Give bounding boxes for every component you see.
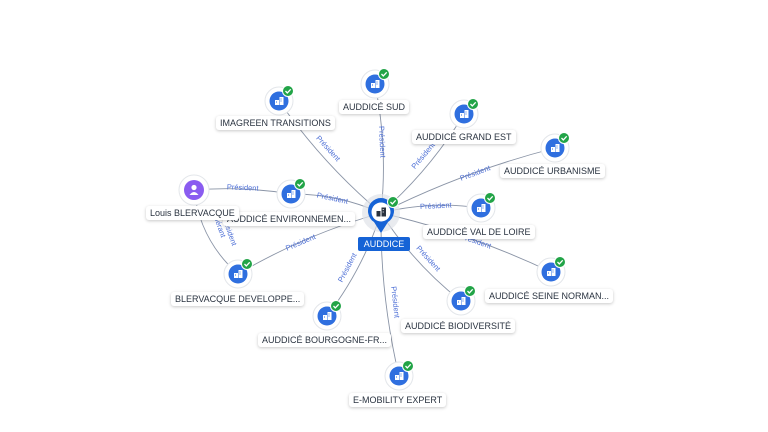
edge-label-person-environnement: Président [227,182,260,192]
center-node[interactable] [362,194,400,233]
verified-check-icon [554,256,566,268]
company-node-emobility[interactable] [384,360,414,391]
edge-label-environnement: Président [316,190,350,206]
verified-check-icon [387,196,399,208]
company-label-biodiversite[interactable]: AUDDICÉ BIODIVERSITÉ [401,319,516,333]
verified-check-icon [241,258,253,270]
edge-urbanisme [380,147,556,214]
building-icon [547,268,556,276]
verified-check-icon [282,85,294,97]
company-node-valdeloire[interactable] [466,192,496,223]
building-icon [460,110,469,118]
center-node-label[interactable]: AUDDICE [358,237,410,251]
company-node-sud[interactable] [360,68,390,99]
building-icon [551,144,560,152]
nodes-layer [178,68,570,391]
verified-check-icon [484,192,496,204]
edge-label-emobility: Président [389,286,402,319]
edge-label-sud: Président [377,126,388,159]
verified-check-icon [467,98,479,110]
company-node-biodiversite[interactable] [446,285,476,316]
verified-check-icon [402,360,414,372]
company-label-sud[interactable]: AUDDICÉ SUD [339,100,410,114]
edge-label-bourgogne: Président [336,251,359,284]
company-label-bourgogne[interactable]: AUDDICÉ BOURGOGNE-FR... [258,333,392,347]
company-node-environnement[interactable] [276,178,306,209]
building-icon [395,372,404,380]
building-icon [477,204,486,212]
edge-label-urbanisme: Président [459,163,493,183]
verified-check-icon [558,132,570,144]
building-icon [371,80,380,88]
company-node-seinenorman[interactable] [536,256,566,287]
company-label-seinenorman[interactable]: AUDDICÉ SEINE NORMAN... [485,289,614,303]
edge-label-biodiversite: Président [414,244,443,274]
company-node-bourgogne[interactable] [312,300,342,331]
edge-label-valdeloire: Président [420,200,453,211]
company-node-grandest[interactable] [449,98,479,129]
company-label-blervacque[interactable]: BLERVACQUE DEVELOPPE... [171,292,305,306]
verified-check-icon [378,68,390,80]
edge-label-blervacque: Président [284,232,318,253]
person-icon [189,184,199,195]
company-label-environnement[interactable]: AUDDICÉ ENVIRONNEMEN... [223,212,356,226]
verified-check-icon [330,300,342,312]
building-icon [275,97,284,105]
company-label-urbanisme[interactable]: AUDDICÉ URBANISME [500,164,605,178]
company-label-grandest[interactable]: AUDDICÉ GRAND EST [412,130,516,144]
building-icon [457,297,466,305]
company-node-blervacque[interactable] [223,258,253,289]
company-label-emobility[interactable]: E-MOBILITY EXPERT [349,393,447,407]
verified-check-icon [294,178,306,190]
building-icon [376,207,386,217]
company-label-imagreen[interactable]: IMAGREEN TRANSITIONS [216,116,335,130]
verified-check-icon [464,285,476,297]
person-node[interactable] [178,174,210,206]
company-node-imagreen[interactable] [264,85,294,116]
person-label[interactable]: Louis BLERVACQUE [146,206,239,220]
building-icon [287,190,296,198]
building-icon [323,312,332,320]
building-icon [234,270,243,278]
company-node-urbanisme[interactable] [540,132,570,163]
company-label-valdeloire[interactable]: AUDDICÉ VAL DE LOIRE [423,225,535,239]
edge-label-imagreen: Président [314,134,343,164]
edge-label-grandest: Président [410,140,438,171]
center-inner [371,202,391,222]
